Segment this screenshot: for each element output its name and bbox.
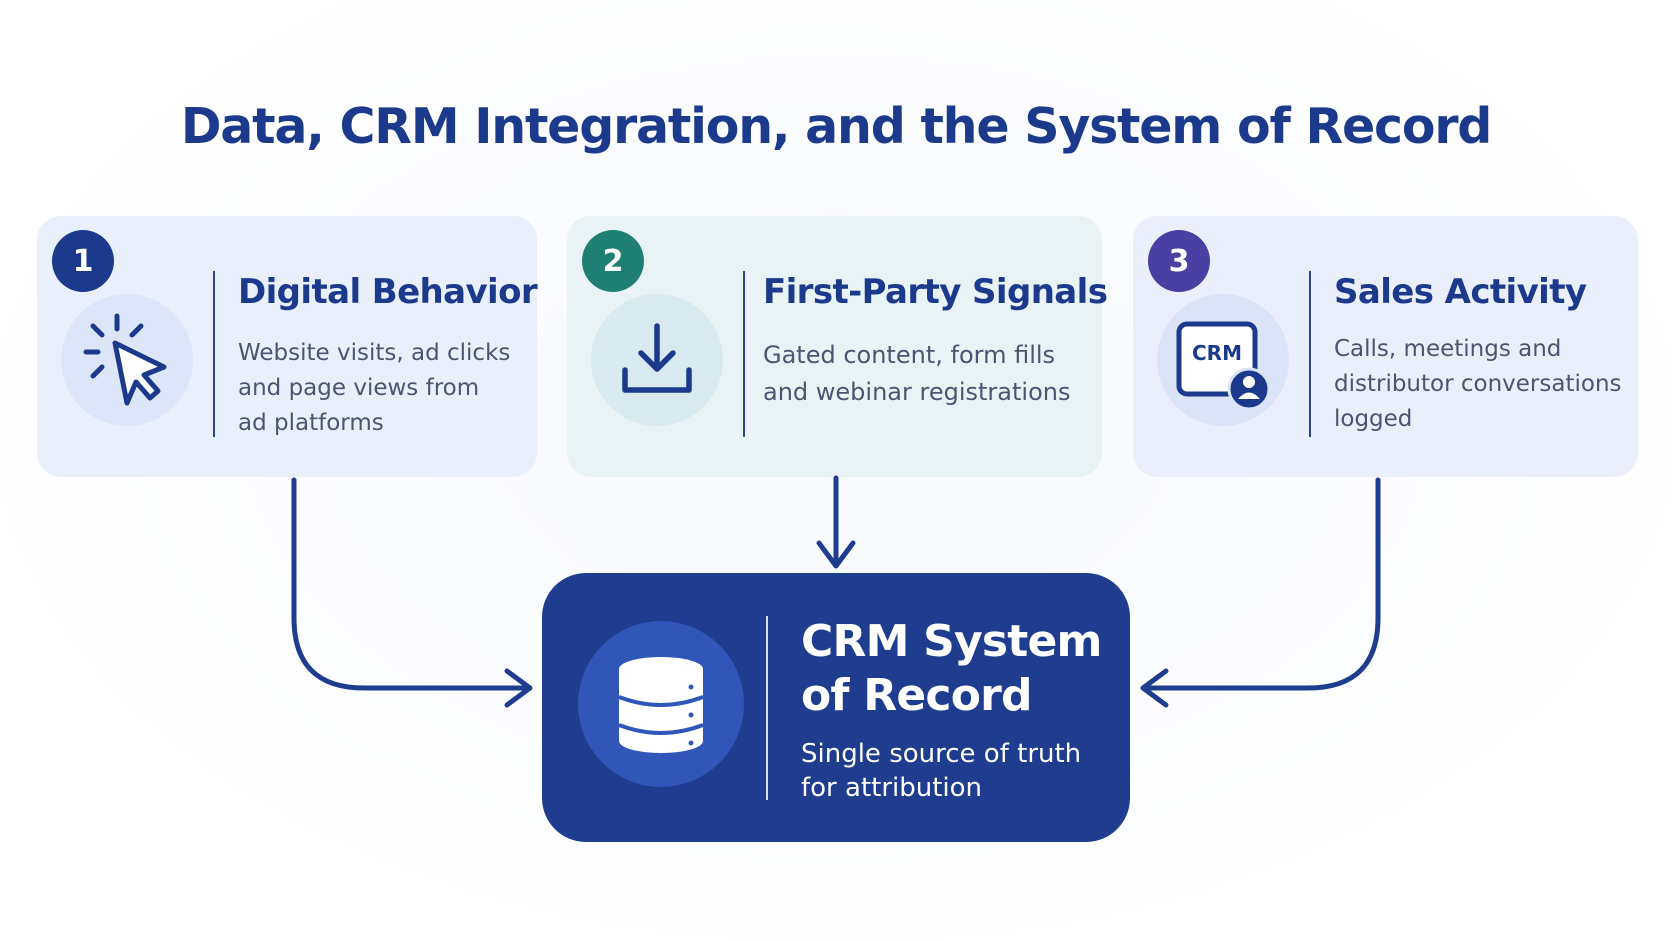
source-card-digital-behavior: 1 Digital Behavior Website visits, ad cl… xyxy=(37,216,538,477)
crm-divider xyxy=(766,616,768,800)
step-number-badge: 2 xyxy=(582,230,644,292)
page-title: Data, CRM Integration, and the System of… xyxy=(180,98,1493,155)
icon-circle xyxy=(578,621,744,787)
card-divider xyxy=(213,271,215,437)
icon-circle xyxy=(591,294,723,426)
card-title: Digital Behavior xyxy=(238,272,538,312)
database-icon xyxy=(618,657,704,753)
arrow-from-digital-behavior xyxy=(291,477,531,691)
arrowhead-down-to-crm xyxy=(816,540,856,569)
card-description: Calls, meetings and distributor conversa… xyxy=(1334,336,1622,432)
cursor-click-icon xyxy=(83,313,167,406)
crm-user-icon: CRM xyxy=(1176,321,1271,408)
arrowhead-left-to-crm xyxy=(504,668,533,708)
arrow-from-sales-activity xyxy=(1142,477,1381,691)
source-card-sales-activity: 3 CRM Sales Activity Calls, meetings and… xyxy=(1133,216,1638,477)
download-icon xyxy=(622,323,692,393)
card-divider xyxy=(743,271,745,437)
crm-description: Single source of truth for attribution xyxy=(801,739,1082,803)
icon-circle xyxy=(61,294,193,426)
card-divider xyxy=(1309,271,1311,437)
step-number-badge: 3 xyxy=(1148,230,1210,292)
card-description: Website visits, ad clicks and page views… xyxy=(238,340,511,436)
crm-title: CRM System of Record xyxy=(801,616,1102,721)
card-description: Gated content, form fills and webinar re… xyxy=(763,341,1071,406)
card-title: Sales Activity xyxy=(1334,272,1587,312)
svg-text:CRM: CRM xyxy=(1192,341,1242,365)
arrowhead-right-to-crm xyxy=(1140,668,1169,708)
card-title: First-Party Signals xyxy=(763,272,1108,312)
crm-system-of-record-box: CRM System of Record Single source of tr… xyxy=(542,573,1130,842)
source-card-first-party-signals: 2 First-Party Signals Gated content, for… xyxy=(567,216,1108,477)
icon-circle: CRM xyxy=(1157,294,1289,426)
step-number-badge: 1 xyxy=(52,230,114,292)
